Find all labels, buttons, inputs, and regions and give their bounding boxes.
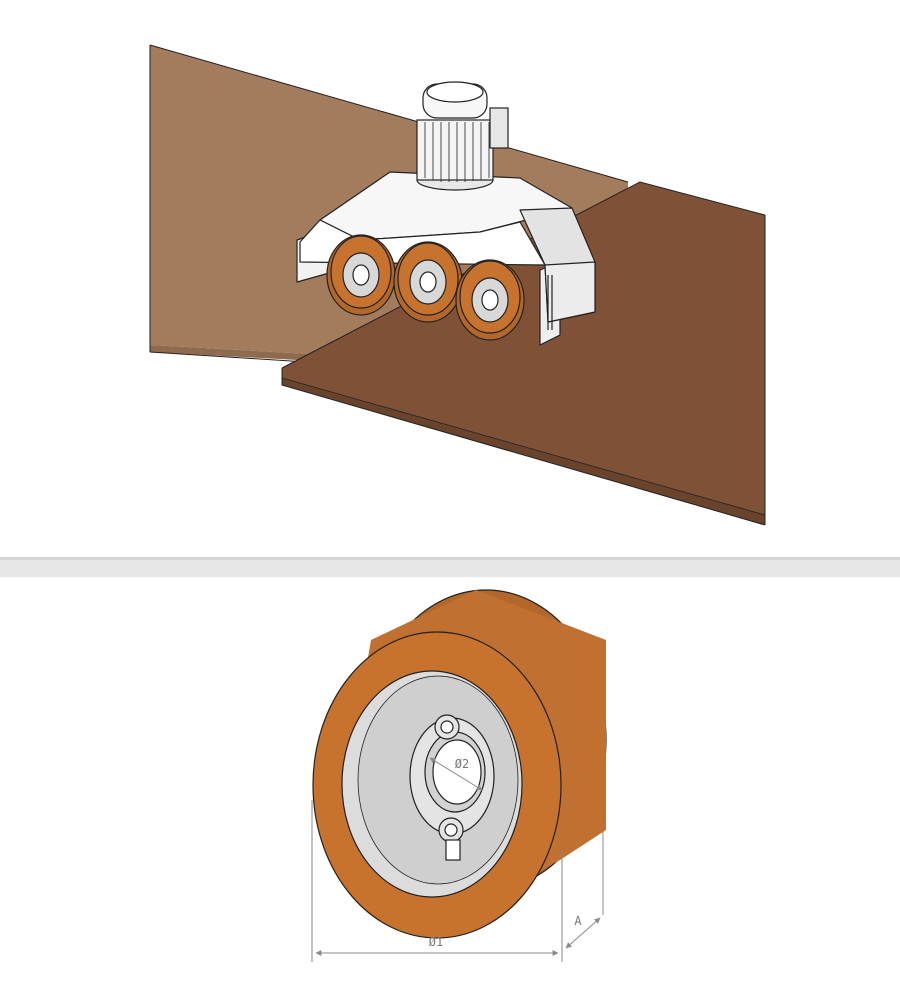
- section-divider: [0, 557, 900, 577]
- bore-diameter-label: Ø2: [455, 757, 469, 771]
- feeder-roller-wheel-icon: [312, 589, 607, 939]
- feeder-illustration: [149, 44, 766, 526]
- dimension-lines: [311, 757, 604, 962]
- roller-middle: [393, 241, 463, 323]
- roller-left: [326, 234, 396, 316]
- outer-diameter-label: Ø1: [429, 935, 443, 949]
- electric-motor-icon: [416, 81, 509, 191]
- front-board: [281, 181, 766, 526]
- width-label: A: [574, 914, 582, 928]
- roller-right: [455, 259, 525, 341]
